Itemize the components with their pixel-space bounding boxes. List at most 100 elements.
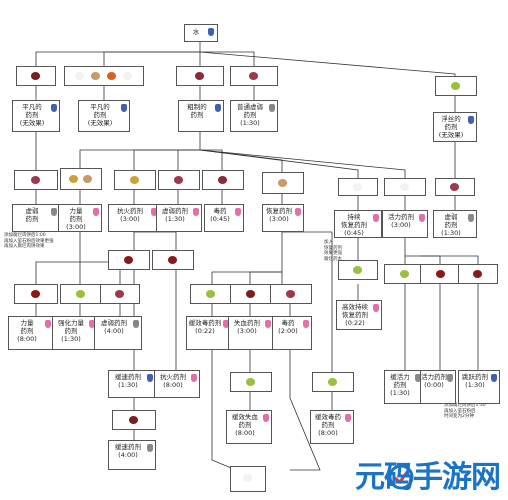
label-poison2: 缓效毒药剂 (0:22): [188, 319, 222, 335]
potion-bottle-poison-icon: [235, 208, 241, 216]
potion-node-strength: [58, 204, 102, 232]
potion-bottle-strength-icon: [93, 208, 99, 216]
label-fire_res2: 抗火药剂 (8:00): [160, 373, 186, 389]
glowstone-l-icon: [76, 290, 85, 298]
potion-bottle-invis-icon: [265, 320, 271, 328]
potion-bottle-awkward-icon: [468, 116, 474, 124]
watermark-logo-icon: [388, 464, 414, 490]
label-water: 水: [192, 28, 200, 36]
slime-ball-icon: [451, 82, 460, 90]
fermented-p-icon: [286, 290, 295, 298]
redstone-a-icon: [124, 256, 133, 264]
potion-node-slowness_ext: [108, 440, 156, 470]
connector-line: [35, 51, 200, 66]
connector-line: [282, 231, 333, 372]
label-thick: 粗制的 药剂: [187, 103, 207, 119]
nether-wart-icon: [31, 72, 40, 80]
connector-lines: [35, 40, 479, 471]
connector-line: [103, 51, 200, 66]
fermented-eye-r-icon: [450, 183, 459, 191]
note-right: 添加腐烂肉饼后1:30 再加入萤石粉后 时间变为2分钟: [444, 403, 486, 419]
potion-bottle-weakness_ext-icon: [133, 320, 139, 328]
connector-line: [289, 350, 321, 471]
connector-line: [79, 132, 201, 170]
label-weakness_right: 虚弱 药剂 (1:30): [441, 213, 461, 237]
potion-bottle-invis2-icon: [263, 414, 269, 422]
label-regen_strong: 持续 恢复药剂 (0:45): [341, 213, 367, 237]
connector-line: [200, 149, 223, 170]
glowstone-s-icon: [400, 270, 409, 278]
redstone-w-icon: [473, 270, 482, 278]
magma-cream-2-icon: [130, 176, 139, 184]
fermented-eye-m-icon: [174, 176, 183, 184]
water-bottle-icon: [208, 28, 214, 36]
note-mid: 加入 恢复药剂 效果更强 腐烂药水: [324, 240, 342, 262]
label-healing: 恢复药剂 (3:00): [266, 207, 292, 223]
connector-line: [134, 231, 177, 250]
potion-bottle-slowness_ext-icon: [147, 444, 153, 452]
redstone-dust-icon: [75, 72, 84, 80]
connector-line: [133, 149, 200, 170]
connector-line: [420, 255, 441, 264]
potion-bottle-swiftness-icon: [419, 214, 425, 222]
connector-line: [199, 149, 406, 178]
potion-bottle-fire_res2-icon: [191, 374, 197, 382]
redstone-l-icon: [31, 290, 40, 298]
potion-bottle-weakness_mid-icon: [193, 208, 199, 216]
label-mundane: 平凡的 药剂 (无效果): [87, 103, 113, 127]
label-swiftness: 活力药剂 (3:00): [388, 213, 414, 229]
label-poison_ext: 缓效毒药 药剂 (8:00): [315, 413, 341, 437]
spider-eye-icon: [195, 72, 204, 80]
potion-bottle-mundane_unobtainable-icon: [51, 104, 57, 112]
redstone-s-icon: [436, 270, 445, 278]
blaze-powder-icon: [83, 175, 92, 183]
potion-bottle-poison_ext-icon: [345, 414, 351, 422]
connector-line: [200, 51, 255, 66]
potion-node-healing: [262, 204, 304, 232]
label-poison3: 毒药 (2:00): [278, 319, 298, 335]
potion-bottle-swift3-icon: [447, 374, 453, 382]
connector-line: [211, 350, 237, 471]
fermented-final-icon: [243, 474, 252, 482]
potion-bottle-regen_strong-icon: [373, 214, 379, 222]
connector-line: [249, 271, 282, 284]
glistering-melon-icon: [278, 179, 287, 187]
potion-bottle-leaping-icon: [491, 374, 497, 382]
label-awkward: 浮丝的 药剂 (无效果): [438, 115, 464, 139]
potion-node-swiftness: [382, 210, 428, 238]
label-strength: 力量 药剂 (3:00): [66, 207, 86, 231]
magma-cream-icon: [107, 72, 116, 80]
fermented-eye-l-icon: [31, 176, 40, 184]
label-strength2: 力量 药剂 (8:00): [17, 319, 37, 343]
label-weakness_ext: 虚弱药剂 (4:00): [101, 319, 127, 335]
glowstone-r-icon: [353, 266, 362, 274]
connector-line: [199, 149, 283, 172]
connector-line: [199, 51, 456, 76]
fermented-l2-icon: [115, 290, 124, 298]
glowstone-pp-icon: [328, 378, 337, 386]
connector-line: [199, 149, 359, 178]
potion-bottle-fire_res-icon: [151, 208, 157, 216]
potion-bottle-weakness_top-icon: [269, 104, 275, 112]
glowstone-p-icon: [206, 290, 215, 298]
potion-bottle-thick-icon: [215, 104, 221, 112]
potion-bottle-healing-icon: [295, 208, 301, 216]
potion-bottle-weakness_right-icon: [468, 214, 474, 222]
potion-bottle-slowness-icon: [147, 374, 153, 382]
potion-bottle-poison2-icon: [223, 320, 229, 328]
label-mundane_unobtainable: 平凡的 药剂 (无效果): [19, 103, 45, 127]
ingredient-node-misc: [64, 66, 144, 86]
sugar-2-icon: [400, 183, 409, 191]
label-swift2: 缓活力 药剂 (1:30): [390, 373, 410, 397]
potion-bottle-swift2-icon: [415, 374, 421, 382]
label-slowness_left: 虚弱 药剂: [25, 207, 39, 223]
potion-bottle-mundane-icon: [121, 104, 127, 112]
glowstone-icon: [69, 175, 78, 183]
note-left: 添加腐烂肉饼后1:00 再加入萤石粉后效果更强 再加入腐烂肉饼效果: [4, 233, 54, 249]
label-swift3: 活力药剂 (0:00): [421, 373, 447, 389]
potion-bottle-strength_plus-icon: [89, 320, 95, 328]
sugar-icon: [123, 72, 132, 80]
redstone-b-icon: [168, 256, 177, 264]
label-weakness_top: 普通虚弱 药剂 (1:30): [237, 103, 263, 127]
